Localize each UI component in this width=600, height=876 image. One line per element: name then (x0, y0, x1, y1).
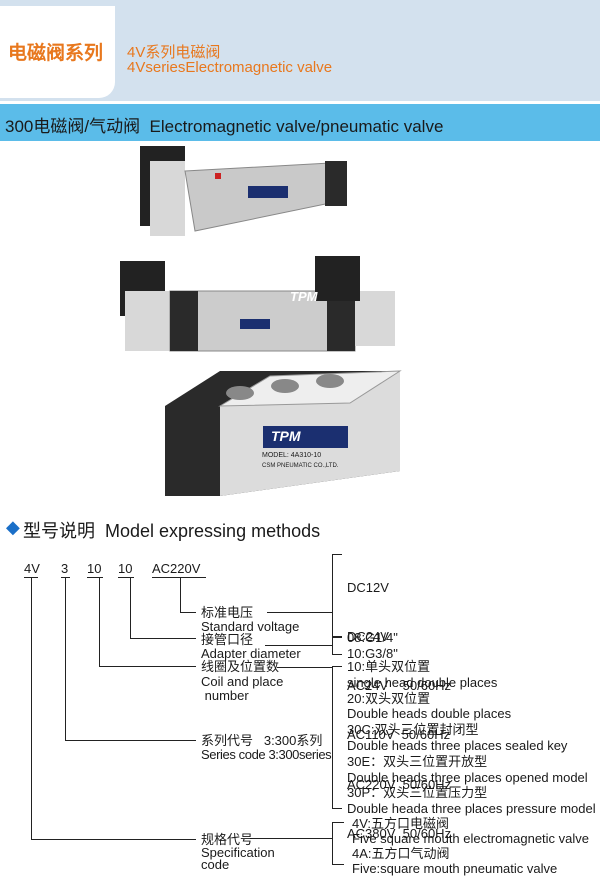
voltage-option: AC110V 50/60Hz (347, 727, 451, 743)
connector-line (152, 577, 206, 578)
coil-option: 30E：双头三位置开放型 (347, 753, 488, 769)
model-heading: 型号说明 Model expressing methods (23, 521, 321, 541)
subtitle-cn: 4V系列电磁阀 (127, 44, 221, 61)
valve-single-head-image (140, 146, 347, 236)
valve-pneumatic-image (165, 370, 402, 496)
spec-option: 4A:五方口气动阀 (352, 846, 450, 861)
connector-line (87, 577, 103, 578)
coil-option: Double heads three places sealed key (347, 737, 568, 753)
coil-option: 20:双头双位置 (347, 690, 431, 706)
code-10-coil: 10 (87, 561, 102, 576)
connector-line (332, 822, 344, 823)
spec-option: Five square mouth electromagnetic valve (352, 831, 590, 846)
coil-option: 30C:双头三位置封闭型 (347, 722, 479, 738)
connector-line (180, 612, 196, 613)
adapter-option: 10:G3/8" (347, 646, 398, 661)
series-label-cn: 系列代号 3:300系列 (201, 733, 323, 748)
maker-plate: CSM PNEUMATIC CO.,LTD. (262, 463, 339, 469)
voltage-label-cn: 标准电压 (201, 605, 254, 620)
coil-label-en: Coil and place (201, 674, 284, 689)
code-10-adapter: 10 (118, 561, 133, 576)
section-banner (0, 104, 600, 141)
voltage-options: DC12V DC24V AC24V 50/60Hz AC110V 50/60Hz… (347, 547, 451, 875)
connector-line (130, 638, 196, 639)
spec-options: 4V:五方口电磁阀 Five square mouth electromagne… (352, 816, 589, 876)
connector-line (65, 577, 66, 740)
connector-line (31, 839, 196, 840)
model-plate: MODEL: 4A310-10 (262, 452, 322, 459)
product-photos (120, 146, 402, 496)
series-label-en: Series code 3:300series (201, 747, 332, 762)
voltage-option: AC24V 50/60Hz (347, 678, 452, 694)
header-title-box (0, 6, 115, 98)
code-4v: 4V (24, 561, 40, 576)
spec-label-en-2: code (201, 857, 230, 872)
code-voltage: AC220V (152, 561, 201, 576)
connector-line (332, 864, 344, 865)
connector-line (31, 577, 32, 839)
connector-line (99, 577, 100, 666)
coil-label-cn: 线圈及位置数 (201, 659, 280, 674)
connector-line (265, 645, 332, 646)
series-title: 电磁阀系列 (8, 43, 104, 64)
spec-label-en: Specification (201, 845, 275, 860)
coil-option: 30P：双头三位置压力型 (347, 785, 488, 801)
voltage-option: AC220V 50/60Hz (347, 776, 452, 792)
voltage-option: DC24V (347, 629, 389, 645)
connector-line (180, 577, 181, 612)
connector-line (130, 577, 131, 638)
connector-line (65, 740, 196, 741)
coil-options: 10:单头双位置 single head double places 20:双头… (347, 659, 596, 817)
coil-option: Double heads three places opened model (347, 769, 588, 785)
connector-line (250, 838, 332, 839)
connector-line (332, 636, 342, 637)
coil-option: Double heads double places (347, 706, 512, 722)
coil-option: single head double places (347, 674, 498, 690)
spec-option: 4V:五方口电磁阀 (352, 816, 450, 831)
brand-logo-large: TPM (271, 428, 301, 444)
adapter-option: 08:G1/4" (347, 630, 398, 645)
connector-line (267, 612, 332, 613)
voltage-label-en: Standard voltage (201, 619, 300, 634)
voltage-option: DC12V (347, 579, 389, 595)
valve-double-head-image (120, 256, 395, 352)
connector-line (332, 822, 333, 864)
connector-line (99, 666, 196, 667)
connector-line (332, 666, 342, 667)
connector-line (332, 808, 342, 809)
connector-line (332, 554, 333, 636)
spec-label-cn: 规格代号 (201, 832, 254, 847)
voltage-option: AC380V 50/60Hz (347, 825, 452, 841)
adapter-label-cn: 接管口径 (201, 632, 254, 647)
adapter-options: 08:G1/4" 10:G3/8" (347, 630, 398, 662)
code-3: 3 (61, 561, 69, 576)
connector-line (332, 554, 342, 555)
coil-option: 10:单头双位置 (347, 659, 431, 674)
connector-line (332, 637, 333, 654)
banner-title: 300电磁阀/气动阀 Electromagnetic valve/pneumat… (5, 117, 444, 136)
brand-logo: TPM (290, 289, 318, 304)
coil-label-en-2: number (201, 688, 249, 703)
spec-option: Five:square mouth pneumatic valve (352, 861, 558, 876)
subtitle-en: 4VseriesElectromagnetic valve (127, 59, 333, 76)
connector-line (332, 637, 342, 638)
adapter-label-en: Adapter diameter (201, 646, 301, 661)
connector-line (118, 577, 134, 578)
connector-line (277, 667, 332, 668)
connector-line (332, 654, 342, 655)
connector-line (332, 666, 333, 808)
diamond-bullet-icon: ◆ (6, 517, 20, 537)
coil-option: Double heada three places pressure model (347, 801, 596, 817)
